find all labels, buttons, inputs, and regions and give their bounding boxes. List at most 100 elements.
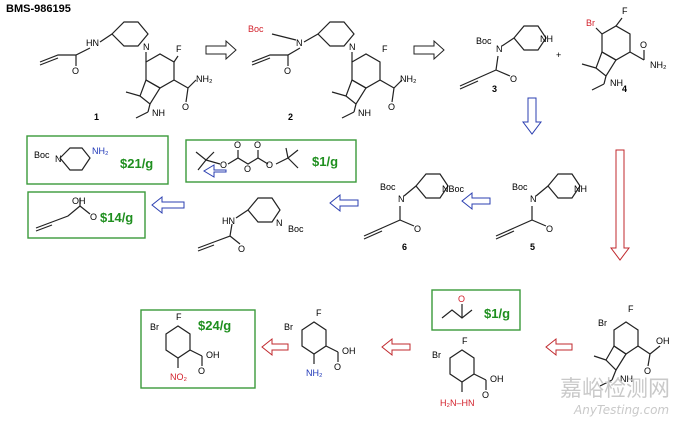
price-butynoic-acid: $14/g — [100, 210, 133, 225]
retro-arrow-indole-to-hydrazine — [545, 337, 573, 357]
c2-oxygen: O — [284, 66, 291, 76]
c3-nh: NH — [540, 34, 553, 44]
compound-1: O HN N F NH O NH₂ 1 — [39, 21, 213, 122]
c5-nh: NH — [574, 184, 587, 194]
reagent-box-butynoic-acid: OH O $14/g — [27, 191, 146, 239]
reagent-box-aminopiperidine: Boc N NH₂ $21/g — [26, 135, 169, 185]
compound-5-number: 5 — [530, 242, 535, 252]
boc2o-o4: O — [254, 140, 261, 150]
butynoic-oh: OH — [72, 196, 86, 206]
hydrazine-group: H₂N–HN — [440, 398, 475, 408]
c4-nh2: NH₂ — [650, 60, 667, 70]
retro-arrow-2-to-3 — [413, 39, 445, 61]
nitro-f: F — [176, 312, 182, 322]
retro-arrow-5-to-6 — [461, 191, 491, 211]
compound-boc-piperidine-amide: O HN N Boc — [197, 197, 304, 254]
c2-boc: Boc — [248, 24, 264, 34]
hydrazine-br: Br — [432, 350, 441, 360]
aniline-o: O — [334, 362, 341, 372]
box1-n: N — [55, 154, 62, 164]
boc2o-o2: O — [234, 140, 241, 150]
nitro-o: O — [198, 366, 205, 376]
scheme-title: BMS-986195 — [6, 3, 71, 15]
compound-1-number: 1 — [94, 112, 99, 122]
compound-6: Boc N NBoc O 6 — [363, 173, 465, 252]
price-boc-anhydride: $1/g — [312, 154, 338, 169]
reagent-box-butanone: O $1/g — [431, 289, 521, 331]
indole-o: O — [644, 366, 651, 376]
c1-fluorine: F — [176, 44, 182, 54]
retro-arrow-hydrazine-to-aniline — [381, 337, 411, 357]
c2-nh: NH — [358, 108, 371, 118]
watermark: 嘉峪检测网 AnyTesting.com — [560, 377, 670, 417]
c1-nh: NH — [152, 108, 165, 118]
c6-boc: Boc — [380, 182, 396, 192]
compound-4: Br F NH O NH₂ 4 — [581, 6, 667, 94]
boc-amide-oxygen: O — [238, 244, 245, 254]
price-aminopiperidine: $21/g — [120, 156, 153, 171]
boc-amide-hn: HN — [222, 216, 235, 226]
compound-aniline-benzoic-acid: Br F O OH NH₂ — [284, 308, 356, 378]
compound-indole-carboxylic-acid: Br F NH OH O — [593, 304, 670, 387]
aniline-oh: OH — [342, 346, 356, 356]
compound-3-number: 3 — [492, 84, 497, 94]
c2-n: N — [296, 38, 303, 48]
c4-fluorine: F — [622, 6, 628, 16]
boc2o-o5: O — [266, 160, 273, 170]
compound-2-number: 2 — [288, 112, 293, 122]
c2-piperidine-n: N — [349, 42, 356, 52]
plus-sign: + — [556, 50, 561, 60]
nitro-oh: OH — [206, 350, 220, 360]
c5-n: N — [530, 194, 537, 204]
retro-arrow-aniline-to-nitro — [261, 337, 289, 357]
boc2o-o1: O — [220, 160, 227, 170]
boc-amide-n: N — [276, 218, 283, 228]
c4-carbonyl-o: O — [640, 40, 647, 50]
c6-oxygen: O — [414, 224, 421, 234]
c6-nboc: NBoc — [442, 184, 465, 194]
retro-arrow-4-to-indole — [610, 149, 630, 261]
compound-6-number: 6 — [402, 242, 407, 252]
c3-oxygen: O — [510, 74, 517, 84]
aniline-f: F — [316, 308, 322, 318]
boc-amide-boc: Boc — [288, 224, 304, 234]
butanone-o: O — [458, 294, 465, 304]
indole-br: Br — [598, 318, 607, 328]
compound-5: Boc N NH O 5 — [495, 173, 587, 252]
c5-boc: Boc — [512, 182, 528, 192]
compound-3: Boc N NH O 3 — [459, 25, 553, 94]
indole-nh: NH — [620, 374, 633, 384]
retro-arrow-boc-to-butynoic — [151, 195, 185, 215]
price-nitro-benzoic-acid: $24/g — [198, 318, 231, 333]
hydrazine-oh: OH — [490, 374, 504, 384]
compound-2: Boc O N N F NH O NH₂ 2 — [248, 21, 417, 122]
aniline-br: Br — [284, 322, 293, 332]
butynoic-o: O — [90, 212, 97, 222]
c2-carbonyl-o: O — [388, 102, 395, 112]
compound-4-number: 4 — [622, 84, 627, 94]
compound-hydrazine-benzoic-acid: Br F O OH H₂N–HN — [432, 336, 504, 408]
watermark-en: AnyTesting.com — [573, 403, 669, 417]
c3-n: N — [496, 44, 503, 54]
c3-boc: Boc — [476, 36, 492, 46]
c1-hn: HN — [86, 38, 99, 48]
aniline-nh2: NH₂ — [306, 368, 323, 378]
c2-nh2: NH₂ — [400, 74, 417, 84]
c1-nh2: NH₂ — [196, 74, 213, 84]
c4-nh: NH — [610, 78, 623, 88]
box1-nh2: NH₂ — [92, 146, 109, 156]
retro-arrow-3-to-5 — [522, 97, 542, 135]
nitro-no2: NO₂ — [170, 372, 188, 382]
hydrazine-o: O — [482, 390, 489, 400]
retro-arrow-1-to-2 — [205, 39, 237, 61]
price-butanone: $1/g — [484, 306, 510, 321]
reagent-box-nitro-benzoic-acid: Br F O OH NO₂ $24/g — [140, 309, 256, 389]
c1-carbonyl-o: O — [182, 102, 189, 112]
nitro-br: Br — [150, 322, 159, 332]
reagent-box-boc-anhydride: O O O O O $1/g — [185, 139, 357, 183]
indole-oh: OH — [656, 336, 670, 346]
retro-arrow-5-to-6-upper — [329, 193, 359, 213]
c6-n: N — [398, 194, 405, 204]
watermark-cn: 嘉峪检测网 — [560, 377, 670, 402]
